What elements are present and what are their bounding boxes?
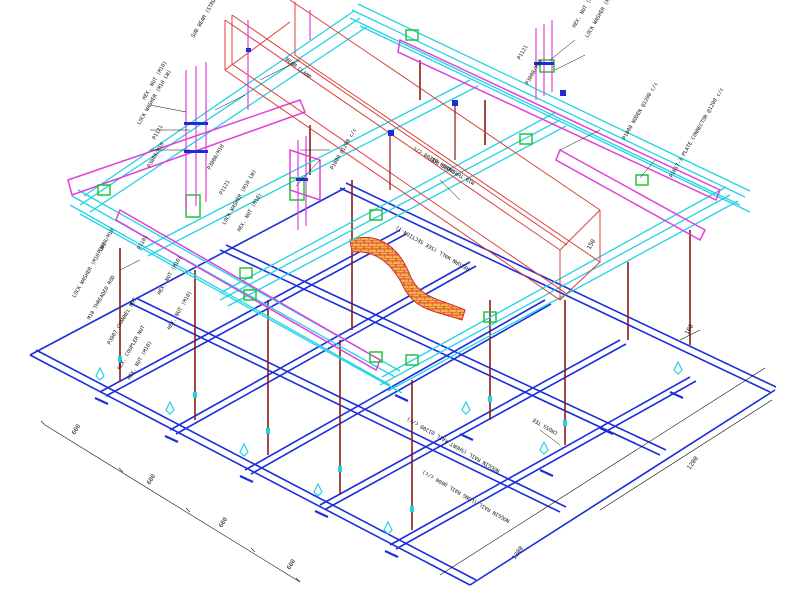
label-p1121-left: P1121 [152, 124, 165, 141]
dimension-lines [40, 329, 773, 583]
dim-600-a: 600 [71, 423, 83, 436]
nut-markers [184, 48, 566, 181]
label-sub-beam: SUB BEAM (STRUCTURAL STEEL) [191, 0, 238, 39]
magenta-plates [67, 38, 721, 372]
dim-1200-right: 1200 [686, 455, 700, 471]
label-noggin-long: NOGGIN RAIL (LONG RAIL @600 c/c) [421, 468, 511, 523]
return-wall [349, 236, 466, 321]
label-p1121-mid: P1121 [219, 179, 232, 196]
label-coupler-nut: HEX. COUPLER NUT [117, 325, 147, 371]
dimension-labels: 600 600 600 600 1200 1200 100 150 [71, 238, 700, 571]
leader-lines [119, 39, 656, 446]
main-channels [69, 3, 751, 394]
label-rod-center: M10 THREADED ROD [430, 155, 476, 185]
threaded-rod-bundles [185, 10, 553, 230]
label-threaded-rod-low: M10 THREADED ROD [87, 275, 117, 321]
ceiling-grid [29, 182, 777, 586]
label-p1121-right: P1121 [517, 44, 530, 61]
dim-600-d: 600 [286, 558, 298, 571]
rod-couplers [118, 356, 567, 512]
label-p1000-right: P1000 NODEN @1200 c/c [622, 81, 660, 141]
label-cross-tee: CROSS TEE [532, 416, 559, 435]
dim-600-b: 600 [146, 473, 158, 486]
steel-beam [224, 0, 601, 301]
grid-joints [94, 391, 684, 558]
label-lock-washer-mid: LOCK WASHER (M10 LW) [222, 169, 258, 226]
dim-1200-bottom: 1200 [511, 545, 525, 561]
dim-150-beam: 150 [586, 238, 598, 251]
dim-100-right: 100 [684, 323, 696, 336]
dim-600-c: 600 [218, 516, 230, 529]
grid-clips [95, 360, 683, 535]
label-p3008-mid: P3008/M10 [207, 144, 226, 171]
